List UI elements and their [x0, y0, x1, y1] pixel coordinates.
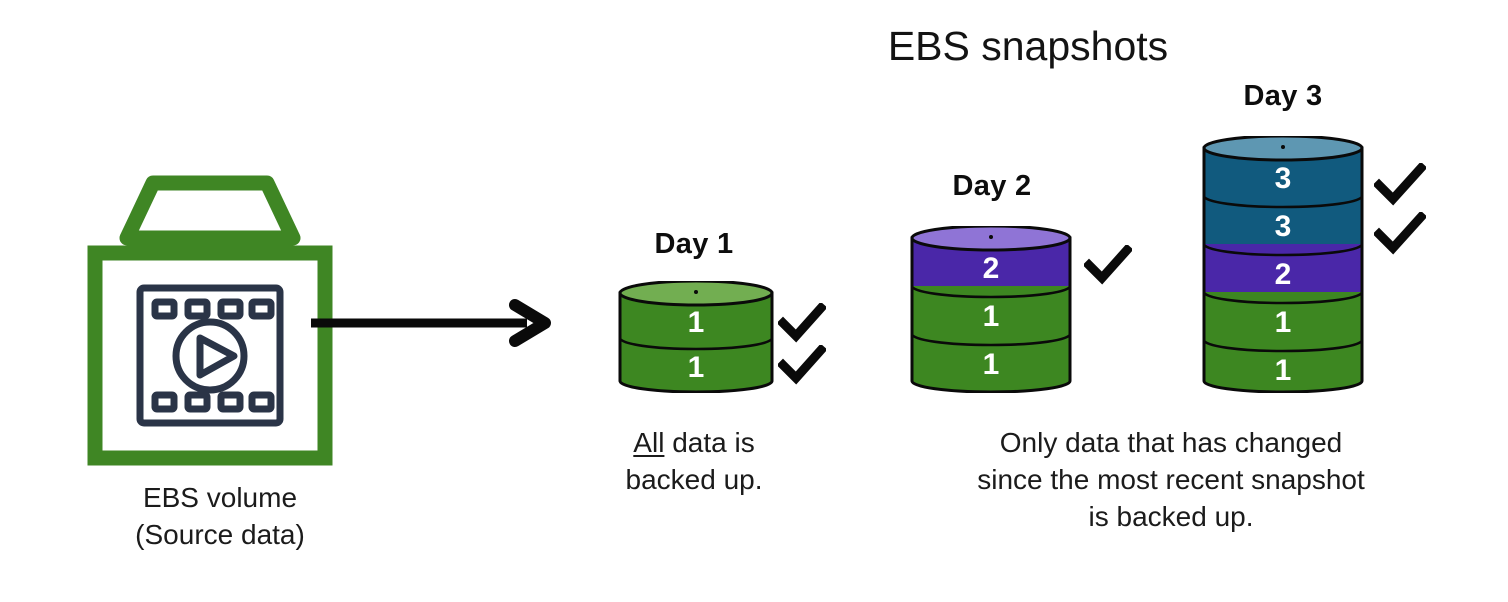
day-1-cylinder: 1 1 — [614, 279, 778, 394]
day-1-caption-rest: data is — [664, 427, 755, 458]
day-3-divider-2 — [1204, 243, 1362, 257]
day-1-divider-1 — [620, 337, 772, 351]
flow-arrow — [305, 298, 555, 348]
day-2-divider-1 — [912, 285, 1070, 299]
day-3-divider-4 — [1204, 339, 1362, 353]
right-caption-line3: is backed up. — [1088, 501, 1254, 533]
day-1-top-dot — [694, 290, 698, 294]
day-1-caption-line1: All data is — [594, 424, 794, 461]
day-1-caption-line2: backed up. — [625, 464, 763, 496]
day-2-check-1-icon — [1084, 245, 1132, 285]
volume-lid-shape — [119, 175, 301, 246]
film-sprockets-bottom — [151, 391, 275, 413]
film-sprockets-top — [151, 298, 275, 320]
day-3-divider-3 — [1204, 291, 1362, 305]
day-3-top-dot — [1281, 145, 1285, 149]
day-2-outline — [910, 236, 1072, 394]
right-caption-line2: since the most recent snapshot — [977, 464, 1365, 496]
ebs-volume-caption-line2: (Source data) — [135, 518, 305, 550]
ebs-volume-caption: EBS volume (Source data) — [40, 480, 400, 554]
film-frame-icon — [136, 284, 284, 427]
day-3-divider-1 — [1204, 195, 1362, 209]
day-3-outline — [1202, 146, 1364, 394]
day-1-check-2-icon — [778, 345, 826, 385]
ebs-volume-caption-line1: EBS volume — [142, 482, 298, 513]
day-1-label: Day 1 — [654, 228, 734, 260]
day-2-3-caption: Only data that has changed since the mos… — [876, 424, 1466, 536]
day-3-check-2-icon — [1374, 212, 1426, 255]
volume-box-shape — [87, 245, 333, 466]
day-1-outline — [618, 291, 774, 394]
day-2-label: Day 2 — [952, 170, 1032, 202]
day-3-cylinder: 3 3 2 1 1 — [1198, 134, 1368, 394]
day-3-check-1-icon — [1374, 163, 1426, 206]
ebs-volume-icon — [80, 170, 340, 470]
day-1-check-1-icon — [778, 303, 826, 343]
day-1-caption-emphasis: All — [633, 427, 665, 458]
day-2-band-3 — [912, 334, 1070, 392]
play-circle-icon — [172, 318, 248, 394]
day-1-caption: All data is backed up. — [594, 424, 794, 498]
right-caption-line1: Only data that has changed — [999, 427, 1343, 458]
page-title: EBS snapshots — [887, 23, 1169, 69]
day-3-label: Day 3 — [1243, 80, 1323, 112]
day-2-top-dot — [989, 235, 993, 239]
day-2-cylinder: 2 1 1 — [906, 224, 1076, 394]
arrow-head — [509, 299, 551, 347]
play-triangle-icon — [196, 334, 238, 379]
day-2-divider-2 — [912, 333, 1070, 347]
